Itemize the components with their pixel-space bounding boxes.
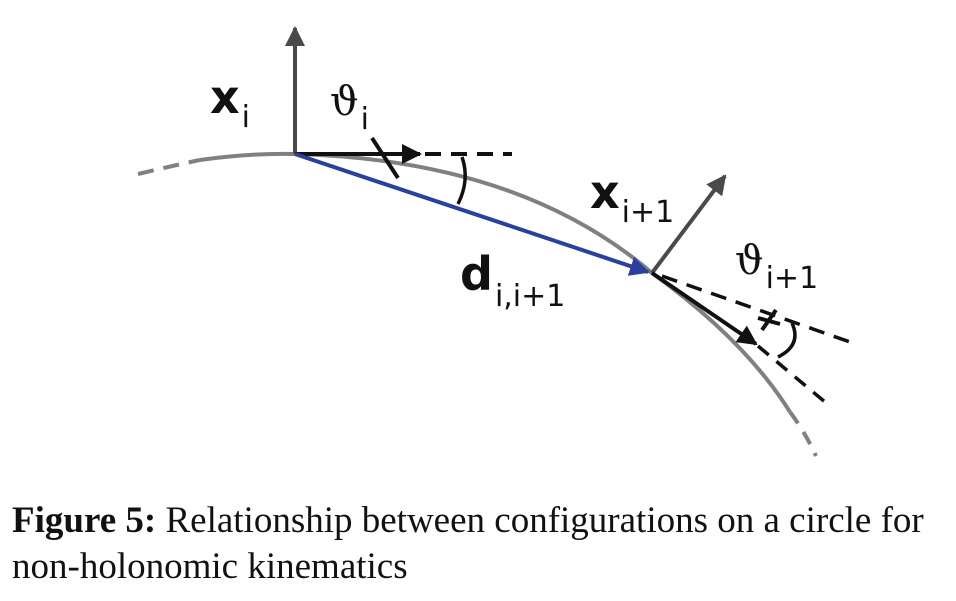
heading-i1-arrow bbox=[650, 271, 758, 346]
caption-text: Relationship between configurations on a… bbox=[12, 500, 924, 587]
figure-caption: Figure 5: Relationship between configura… bbox=[12, 498, 947, 590]
caption-label: Figure 5: bbox=[12, 500, 157, 541]
label-theta-i: ϑi bbox=[330, 79, 369, 137]
theta-i1-tick-2 bbox=[757, 316, 781, 326]
arc-dashed-right bbox=[788, 410, 818, 457]
angle-arc-i1 bbox=[777, 322, 797, 359]
label-theta-i1: ϑi+1 bbox=[735, 238, 818, 296]
angle-arc-i bbox=[456, 156, 467, 205]
chord-i1-dashed bbox=[756, 344, 827, 404]
label-d: di,i+1 bbox=[460, 247, 565, 314]
theta-i-tick bbox=[370, 136, 400, 180]
arc-dashed-left bbox=[137, 158, 201, 176]
x-i1-axis-arrow bbox=[650, 174, 727, 275]
label-x-i1: xi+1 bbox=[590, 165, 674, 230]
displacement-arrow bbox=[294, 152, 650, 276]
label-x-i: xi bbox=[210, 70, 250, 135]
diagram-figure: xi ϑi xi+1 ϑi+1 di,i+1 bbox=[137, 26, 851, 457]
tangent-i1-dashed bbox=[661, 274, 851, 344]
circle-arc bbox=[199, 151, 792, 414]
